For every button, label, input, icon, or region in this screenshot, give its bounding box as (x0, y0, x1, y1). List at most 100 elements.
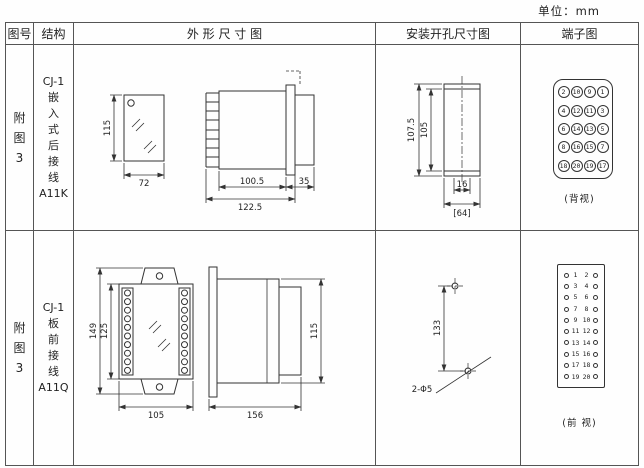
dim-100-5-label: 100.5 (240, 177, 264, 187)
terminal-1: 1 (596, 86, 609, 99)
screw-icon (564, 295, 569, 301)
dim-125-label: 125 (100, 323, 110, 339)
dim-16-label: 16 (457, 180, 468, 190)
screw-icon (593, 329, 598, 335)
terminal-10: 10 (570, 86, 583, 99)
front-view-label: (前 视) (562, 418, 597, 429)
terminal-18: 18 (557, 159, 570, 172)
terminal-16: 16 (570, 141, 583, 154)
outline-cell-row1: 115 72 100.5 35 122.5 (74, 45, 376, 231)
dim-35-label: 35 (299, 177, 310, 187)
spec-table: 图号 结构 外 形 尺 寸 图 安装开孔尺寸图 端子图 附 图 3 CJ-1 嵌… (5, 22, 639, 466)
terminal-number: 5 (573, 293, 578, 302)
terminal-number: 3 (573, 282, 578, 291)
header-terminal: 端子图 (521, 23, 638, 45)
terminal-number: 11 (571, 327, 580, 336)
outline-drawing-front-wiring: 149 125 105 156 115 (89, 266, 325, 421)
screw-icon (593, 295, 598, 301)
screw-icon (564, 306, 569, 312)
dim-133-label: 133 (433, 320, 443, 336)
cutout-dimension-lines (414, 83, 481, 208)
terminal-screws-left (124, 289, 131, 374)
figure-no-row1: 附 图 3 (13, 110, 26, 165)
terminal-15: 15 (583, 141, 596, 154)
cutout-shape (443, 76, 481, 184)
screw-icon (593, 317, 598, 323)
screw-icon (564, 340, 569, 346)
terminal-number: 14 (582, 338, 591, 347)
dim-64-label: [64] (453, 209, 470, 219)
terminal-3: 3 (596, 104, 609, 117)
side-view-dimension-lines (205, 167, 315, 203)
terminal-number: 18 (582, 361, 591, 370)
screw-icon (593, 283, 598, 289)
side-view-dimension-lines (208, 278, 325, 411)
screw-icon (564, 374, 569, 380)
terminal-pair-9-10: 9 10 (562, 317, 600, 324)
terminal-12: 12 (570, 104, 583, 117)
terminal-number: 4 (584, 282, 589, 291)
outline-cell-row2: 149 125 105 156 115 (74, 231, 376, 465)
front-view-dimension-lines (110, 94, 165, 179)
screw-icon (564, 351, 569, 357)
mounting-cell-row2: 133 2-Φ5 (376, 231, 521, 465)
dim-107-5-label: 107.5 (407, 118, 417, 142)
terminal-2: 2 (557, 86, 570, 99)
terminal-6: 6 (557, 122, 570, 135)
structure-cell-row2: CJ-1 板 前 接 线 A11Q (34, 231, 74, 465)
structure-cell-row1: CJ-1 嵌 入 式 后 接 线 A11K (34, 45, 74, 231)
rear-view-label: (背视) (564, 194, 595, 205)
mounting-drawing-rear-wiring: 107.5 105 16 [64] (407, 76, 481, 219)
dim-149-label: 149 (89, 323, 99, 339)
terminal-number: 13 (571, 338, 580, 347)
terminal-number: 8 (584, 304, 589, 313)
terminal-19: 19 (583, 159, 596, 172)
header-structure: 结构 (34, 23, 74, 45)
unit-label: 单位：mm (538, 4, 600, 18)
screw-icon (564, 363, 569, 369)
front-view (123, 94, 165, 162)
screw-icon (593, 306, 598, 312)
terminal-number: 17 (571, 361, 580, 370)
dim-105-label: 105 (148, 411, 164, 421)
terminal-number: 10 (582, 316, 591, 325)
terminal-number: 9 (573, 316, 578, 325)
terminal-number: 15 (571, 350, 580, 358)
hole-spec-label: 2-Φ5 (412, 385, 433, 395)
screw-icon (593, 351, 598, 357)
front-view-dimension-lines (96, 267, 194, 411)
header-mounting: 安装开孔尺寸图 (376, 23, 521, 45)
outline-drawing-rear-wiring: 115 72 100.5 35 122.5 (103, 70, 315, 213)
figure-no-row2: 附 图 3 (13, 321, 26, 375)
screw-icon (564, 283, 569, 289)
terminal-number: 7 (573, 304, 578, 313)
terminal-number: 2 (584, 270, 589, 279)
terminal-13: 13 (583, 122, 596, 135)
figure-no-cell-row2: 附 图 3 (6, 231, 34, 465)
screw-icon (564, 272, 569, 278)
terminal-14: 14 (570, 122, 583, 135)
screw-icon (593, 363, 598, 369)
figure-no-cell-row1: 附 图 3 (6, 45, 34, 231)
side-view (208, 266, 302, 398)
terminal-5: 5 (596, 122, 609, 135)
terminal-number: 16 (582, 350, 591, 358)
terminal-20: 20 (570, 159, 583, 172)
structure-row1: CJ-1 嵌 入 式 后 接 线 A11K (39, 74, 68, 200)
terminal-number: 20 (582, 372, 591, 381)
terminal-4: 4 (557, 104, 570, 117)
dim-115-label: 115 (103, 120, 113, 136)
dim-105-label: 105 (420, 122, 430, 138)
